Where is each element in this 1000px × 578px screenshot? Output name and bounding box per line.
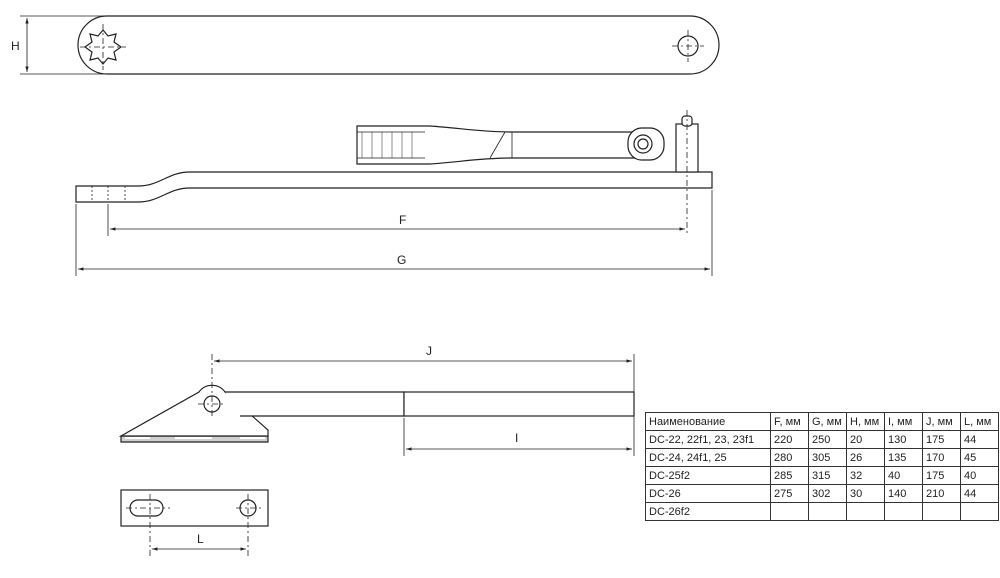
table-row: DC-26f2	[645, 502, 999, 521]
cell-i: 40	[884, 466, 923, 485]
cell-f	[770, 502, 809, 521]
cell-j: 175	[922, 430, 961, 449]
cell-h: 32	[846, 466, 885, 485]
cell-l	[960, 502, 999, 521]
cell-f: 280	[770, 448, 809, 467]
header-j: J, мм	[922, 412, 961, 431]
cell-j: 170	[922, 448, 961, 467]
dim-f	[107, 204, 685, 236]
header-f: F, мм	[770, 412, 809, 431]
cell-j: 175	[922, 466, 961, 485]
header-g: G, мм	[808, 412, 847, 431]
cell-h: 20	[846, 430, 885, 449]
dim-g	[75, 190, 713, 276]
cell-i: 135	[884, 448, 923, 467]
label-l: L	[197, 532, 204, 546]
cell-j	[922, 502, 961, 521]
cell-l: 40	[960, 466, 999, 485]
cell-g: 305	[808, 448, 847, 467]
arm-side-view	[75, 110, 713, 236]
header-name: Наименование	[645, 412, 771, 431]
label-h: H	[11, 39, 20, 53]
cell-j: 210	[922, 484, 961, 503]
cell-l: 45	[960, 448, 999, 467]
bracket-plate-top	[120, 489, 269, 556]
label-j: J	[426, 344, 432, 358]
table-row: DC-25f2 285 315 32 40 175 40	[645, 466, 999, 485]
cell-f: 285	[770, 466, 809, 485]
cell-h	[846, 502, 885, 521]
cell-name: DC-22, 22f1, 23, 23f1	[645, 430, 771, 449]
label-f: F	[399, 213, 406, 227]
cell-i: 130	[884, 430, 923, 449]
label-g: G	[397, 253, 406, 267]
cell-i: 140	[884, 484, 923, 503]
arm-top-view	[77, 15, 720, 75]
cell-g: 302	[808, 484, 847, 503]
cell-g: 250	[808, 430, 847, 449]
table-row: DC-22, 22f1, 23, 23f1 220 250 20 130 175…	[645, 430, 999, 449]
table-row: DC-24, 24f1, 25 280 305 26 135 170 45	[645, 448, 999, 467]
cell-l: 44	[960, 430, 999, 449]
cell-name: DC-25f2	[645, 466, 771, 485]
dim-h	[20, 15, 105, 75]
cell-i	[884, 502, 923, 521]
cell-l: 44	[960, 484, 999, 503]
label-i: I	[515, 431, 518, 445]
dim-i	[403, 418, 635, 456]
table-row: DC-26 275 302 30 140 210 44	[645, 484, 999, 503]
table-header-row: Наименование F, мм G, мм H, мм I, мм J, …	[645, 412, 999, 431]
cell-name: DC-26	[645, 484, 771, 503]
cell-name: DC-26f2	[645, 502, 771, 521]
cell-f: 220	[770, 430, 809, 449]
cell-g: 315	[808, 466, 847, 485]
bracket-rod-side	[118, 354, 635, 443]
cell-h: 30	[846, 484, 885, 503]
cell-name: DC-24, 24f1, 25	[645, 448, 771, 467]
cell-g	[808, 502, 847, 521]
header-h: H, мм	[846, 412, 885, 431]
header-l: L, мм	[960, 412, 999, 431]
cell-f: 275	[770, 484, 809, 503]
spec-table: Наименование F, мм G, мм H, мм I, мм J, …	[645, 412, 999, 521]
cell-h: 26	[846, 448, 885, 467]
header-i: I, мм	[884, 412, 923, 431]
